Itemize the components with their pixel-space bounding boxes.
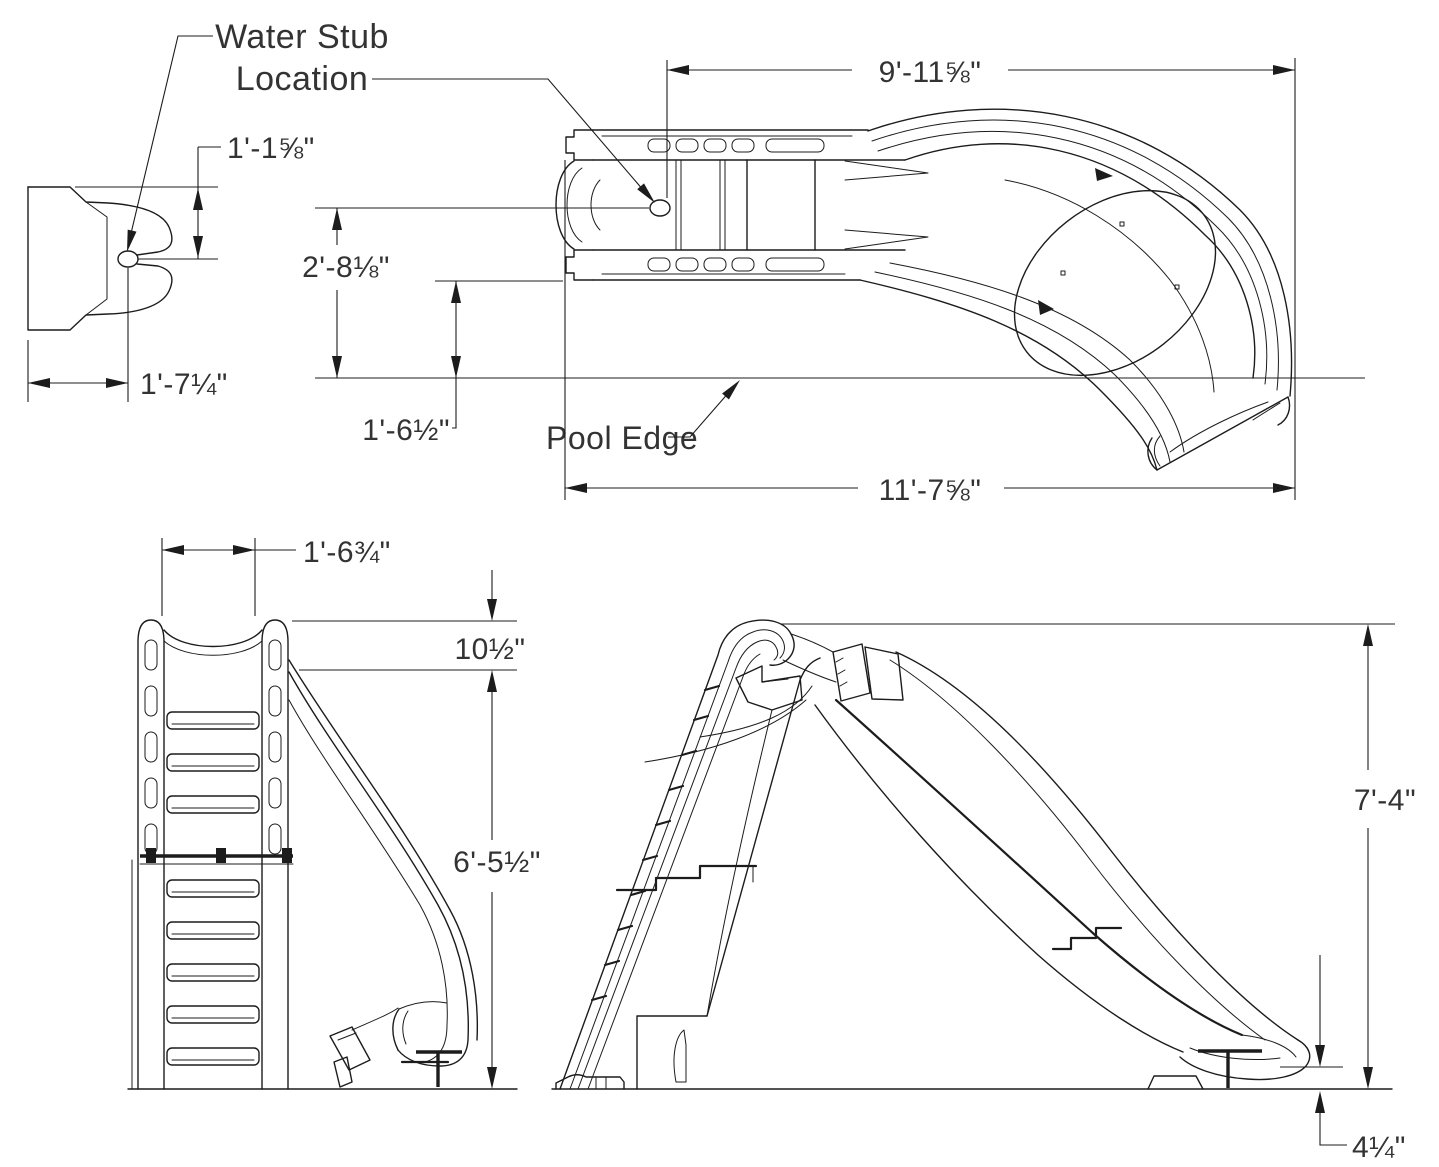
front-steps — [166, 711, 260, 1066]
water-stub-section-mark — [117, 250, 139, 268]
flume-surface-ellipse — [1013, 189, 1217, 377]
plan-view-dimensions: 2'-8⅛" 1'-6½" Pool Edge 9'-11⅝" 11'-7⅝" — [302, 56, 1365, 507]
water-stub-label-line2: Location — [236, 60, 369, 98]
dim-overall-length: 11'-7⅝" — [879, 474, 982, 507]
side-view — [551, 619, 1393, 1090]
cross-section-view: 1'-1⅝" 1'-7¼" — [27, 132, 315, 402]
dim-ladder-width: 1'-6¾" — [303, 536, 391, 569]
side-view-dimensions: 7'-4" 4¼" — [780, 623, 1416, 1164]
dim-handrail-rise: 10½" — [454, 633, 525, 666]
dim-stub-height: 1'-1⅝" — [227, 132, 315, 165]
dim-exit-height: 4¼" — [1352, 1131, 1406, 1164]
dim-overall-height: 7'-4" — [1354, 784, 1416, 817]
dim-stub-to-exit: 9'-11⅝" — [879, 56, 982, 89]
dim-deck-height: 6'-5½" — [453, 846, 541, 879]
label-pool-edge: Pool Edge — [546, 420, 698, 456]
front-view — [127, 619, 518, 1090]
water-stub-plan-mark — [649, 199, 671, 217]
dim-stub-offset: 1'-7¼" — [140, 368, 228, 401]
water-stub-callout: Water Stub Location — [127, 18, 655, 252]
plan-rail-slots — [647, 138, 825, 272]
side-ladder-rungs — [590, 684, 721, 1002]
plan-view — [555, 108, 1293, 471]
dim-overhang: 1'-6½" — [362, 414, 450, 447]
water-stub-label-line1: Water Stub — [215, 18, 389, 56]
front-view-dimensions: 1'-6¾" 10½" 6'-5½" — [161, 536, 541, 1089]
front-rail-slots — [144, 639, 282, 855]
dim-crest-height: 2'-8⅛" — [302, 251, 390, 284]
